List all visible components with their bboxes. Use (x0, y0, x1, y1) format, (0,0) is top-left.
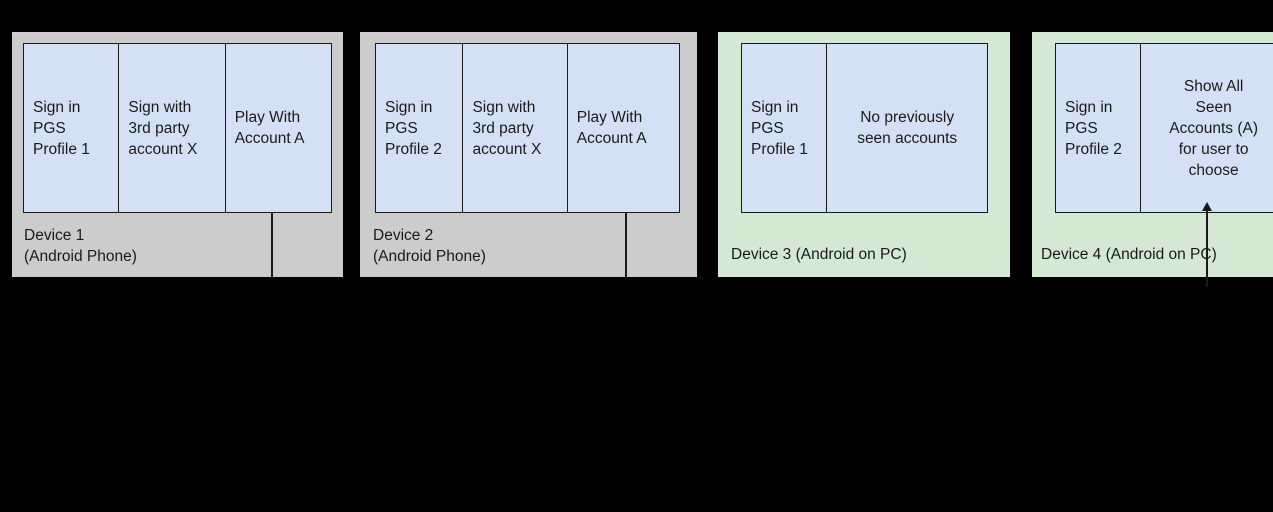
device-4-step-1[interactable]: Sign in PGS Profile 2 (1056, 44, 1142, 212)
device-2-step-1[interactable]: Sign in PGS Profile 2 (376, 44, 464, 212)
device-3-step-2[interactable]: No previously seen accounts (827, 44, 987, 212)
device-1-lower-divider (271, 213, 273, 277)
device-2-step-3[interactable]: Play With Account A (567, 44, 680, 212)
device-1-step-3[interactable]: Play With Account A (225, 44, 331, 212)
upward-pointer-arrow-head (1201, 202, 1212, 211)
device-4-caption: Device 4 (Android on PC) (1041, 246, 1217, 263)
device-4-step-2[interactable]: Show All Seen Accounts (A) for user to c… (1141, 44, 1273, 212)
device-2-lower-divider (625, 213, 627, 277)
device-card-4: Sign in PGS Profile 2 Show All Seen Acco… (1032, 32, 1273, 277)
device-2-top-highlight (360, 32, 697, 35)
device-2-step-2[interactable]: Sign with 3rd party account X (463, 44, 568, 212)
device-2-caption: Device 2 (Android Phone) (373, 227, 486, 265)
device-4-box-row: Sign in PGS Profile 2 Show All Seen Acco… (1055, 43, 1273, 213)
device-1-step-2[interactable]: Sign with 3rd party account X (119, 44, 226, 212)
device-1-box-row: Sign in PGS Profile 1 Sign with 3rd part… (23, 43, 332, 213)
device-3-box-row: Sign in PGS Profile 1 No previously seen… (741, 43, 988, 213)
device-3-caption: Device 3 (Android on PC) (731, 246, 907, 263)
device-3-step-1[interactable]: Sign in PGS Profile 1 (742, 44, 828, 212)
device-1-step-1[interactable]: Sign in PGS Profile 1 (24, 44, 120, 212)
device-card-2: Sign in PGS Profile 2 Sign with 3rd part… (360, 32, 697, 277)
device-2-box-row: Sign in PGS Profile 2 Sign with 3rd part… (375, 43, 680, 213)
device-1-caption: Device 1 (Android Phone) (24, 227, 137, 265)
upward-pointer-arrow-shaft (1206, 209, 1208, 287)
device-card-1: Sign in PGS Profile 1 Sign with 3rd part… (12, 32, 343, 277)
device-card-3: Sign in PGS Profile 1 No previously seen… (718, 32, 1010, 277)
device-1-top-highlight (12, 32, 343, 35)
